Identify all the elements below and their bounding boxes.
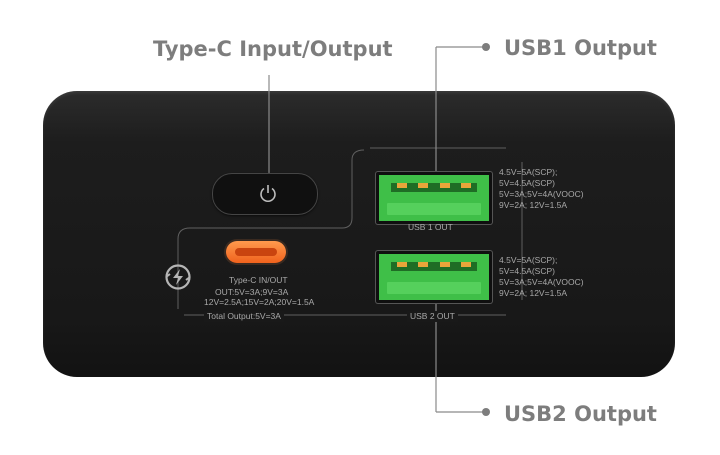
power-icon bbox=[260, 185, 276, 202]
power-button[interactable] bbox=[212, 173, 318, 215]
power-bank-body bbox=[43, 91, 675, 377]
typec-spec-line-2: 12V=2.5A;15V=2A;20V=1.5A bbox=[204, 297, 315, 307]
typec-label: Type-C IN/OUT bbox=[229, 275, 288, 285]
typec-callout-label: Type-C Input/Output bbox=[153, 37, 393, 61]
usb1-spec-line: 4.5V=5A(SCP); bbox=[499, 167, 558, 177]
usb2-port-contacts bbox=[391, 262, 477, 271]
typec-port[interactable] bbox=[226, 241, 286, 263]
typec-spec-line-1: OUT:5V=3A;9V=3A bbox=[215, 287, 289, 297]
usb2-port[interactable] bbox=[376, 251, 492, 303]
typec-port-tongue bbox=[235, 248, 277, 256]
usb2-spec-line: 5V=3A;5V=4A(VOOC) bbox=[499, 277, 584, 287]
usb1-spec-line: 9V=2A; 12V=1.5A bbox=[499, 200, 568, 210]
usb2-spec-line: 4.5V=5A(SCP); bbox=[499, 255, 558, 265]
usb1-port-contacts bbox=[391, 183, 477, 192]
usb2-port-tongue bbox=[387, 282, 481, 294]
fast-charge-icon bbox=[165, 264, 191, 290]
usb1-spec-line: 5V=4.5A(SCP) bbox=[499, 178, 555, 188]
usb1-port[interactable] bbox=[376, 172, 492, 224]
usb1-label: USB 1 OUT bbox=[408, 222, 453, 232]
usb1-port-tongue bbox=[387, 203, 481, 215]
usb2-spec-line: 9V=2A; 12V=1.5A bbox=[499, 288, 568, 298]
usb2-callout-label: USB2 Output bbox=[504, 402, 657, 426]
total-output-label: Total Output:5V=3A bbox=[204, 311, 284, 322]
usb2-spec-line: 5V=4.5A(SCP) bbox=[499, 266, 555, 276]
usb1-spec-line: 5V=3A;5V=4A(VOOC) bbox=[499, 189, 584, 199]
usb1-callout-label: USB1 Output bbox=[504, 36, 657, 60]
usb2-label: USB 2 OUT bbox=[407, 311, 458, 322]
